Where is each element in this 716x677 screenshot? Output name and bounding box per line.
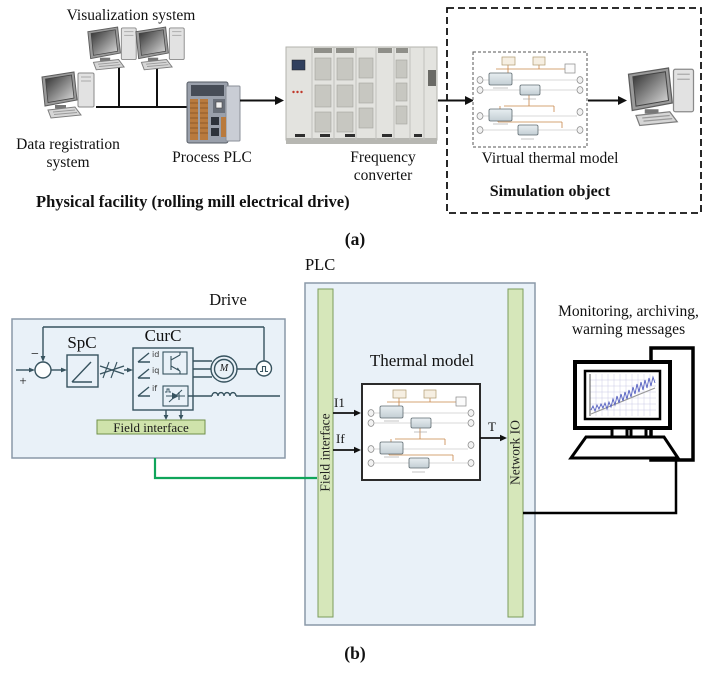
current-id-label: id: [152, 350, 160, 359]
thermal-model-thumbnail: [361, 383, 481, 481]
drive-arrowheads: [29, 356, 184, 420]
arrow-plc-to-converter: [240, 96, 284, 105]
process-plc-label: Process PLC: [172, 149, 252, 166]
drive-label: Drive: [209, 290, 247, 309]
computer-icon: [627, 67, 695, 127]
frequency-converter-icon: [285, 46, 438, 144]
arrow-model-to-computer: [588, 96, 627, 105]
signal-i1-label: I1: [334, 395, 345, 410]
computer-icon: [135, 26, 185, 71]
network-cable-line: [523, 460, 678, 515]
curc-label: CurC: [144, 326, 182, 345]
drive-box: [11, 318, 286, 459]
computer-icon: [41, 71, 95, 119]
network-io-bar: [507, 288, 524, 618]
panel-a: [41, 7, 702, 214]
motor-label: M: [219, 362, 229, 374]
signal-arrows: [333, 412, 500, 451]
field-interface-bar: [317, 288, 334, 618]
plc-field-interface-label: Field interface: [317, 413, 333, 492]
monitoring-label: Monitoring, archiving, warning messages: [558, 303, 699, 338]
drive-field-interface-label: Field interface: [113, 420, 189, 435]
current-if-label: if: [152, 384, 158, 393]
spc-label: SpC: [67, 333, 97, 352]
network-bus-lines: [96, 64, 187, 108]
thermal-model-label: Thermal model: [369, 351, 475, 370]
green-connector-line: [153, 458, 317, 480]
simulation-object-box: [446, 7, 702, 214]
physical-facility-label: Physical facility (rolling mill electric…: [36, 192, 350, 211]
network-io-label: Network IO: [507, 420, 523, 485]
current-iq-label: iq: [152, 366, 160, 375]
visualization-system-label: Visualization system: [66, 7, 196, 24]
arrow-converter-to-model: [438, 96, 474, 105]
data-registration-label: Data registration system: [16, 136, 120, 171]
signal-if-label: If: [336, 431, 345, 446]
frequency-converter-label: Frequency converter: [350, 149, 416, 184]
virtual-thermal-model-thumbnail: [472, 51, 588, 148]
monitoring-computer-icon: [523, 346, 695, 515]
computer-icon: [87, 26, 137, 71]
sum-plus-sign: +: [19, 373, 27, 388]
drive-field-interface-bar: [96, 419, 206, 435]
drive-control-diagram: [16, 326, 280, 415]
simulation-object-label: Simulation object: [489, 183, 611, 200]
panel-b: [11, 282, 695, 626]
plc-device-icon: [186, 81, 241, 144]
screen-chart: [589, 374, 656, 416]
virtual-thermal-model-label: Virtual thermal model: [481, 150, 619, 167]
signal-t-label: T: [488, 419, 496, 434]
sum-minus-sign: −: [31, 347, 39, 362]
plc-label: PLC: [305, 255, 336, 274]
panel-b-caption: (b): [344, 643, 366, 663]
panel-a-caption: (a): [344, 229, 366, 249]
